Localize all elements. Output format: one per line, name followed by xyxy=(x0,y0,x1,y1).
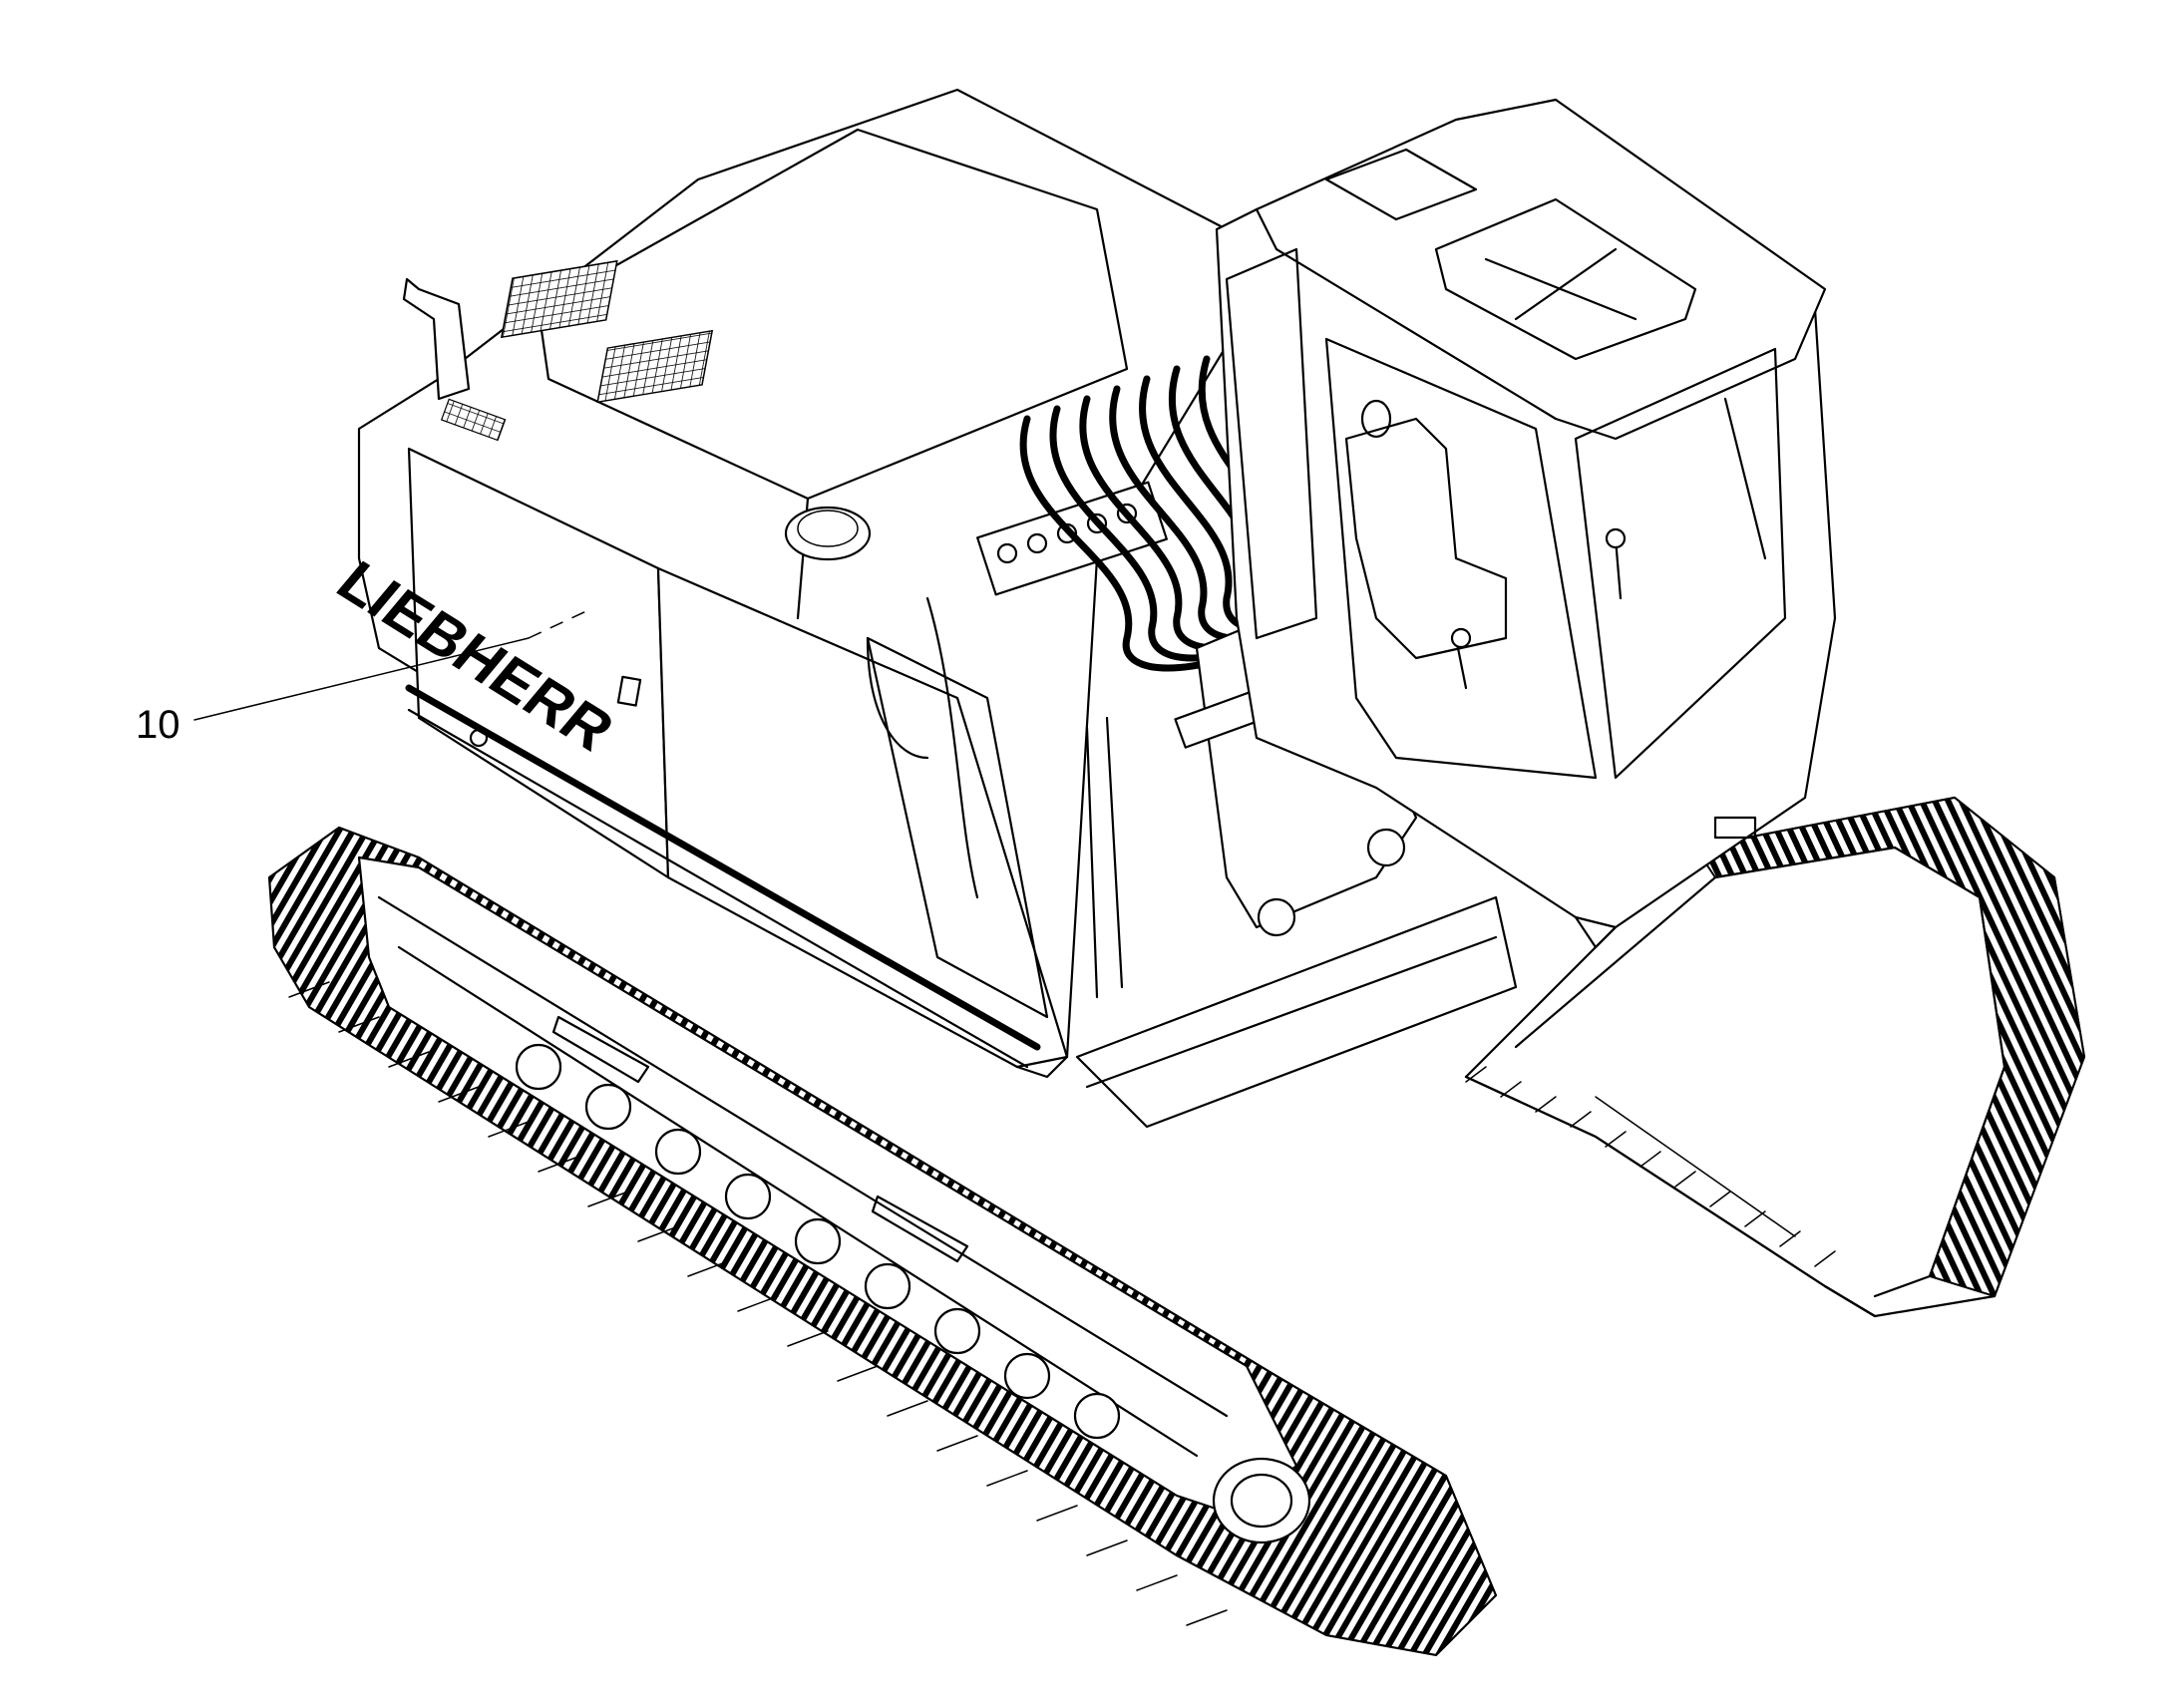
hood-grille-2 xyxy=(596,329,714,404)
undercarriage-frame xyxy=(1075,895,1518,1129)
track-rollers xyxy=(515,1043,1121,1440)
exhaust-stack xyxy=(402,277,471,401)
operator-cab xyxy=(1215,98,1837,949)
body-stripe xyxy=(405,684,1041,1051)
right-track xyxy=(1464,796,2086,1318)
fuel-cap xyxy=(784,506,872,561)
right-track-shoes xyxy=(1465,1066,1836,1267)
callout-10-leader-hidden xyxy=(528,609,589,639)
hood-grille-1 xyxy=(500,259,618,339)
upper-carriage: LIEBHERR xyxy=(324,88,1239,1079)
operator-seat xyxy=(1344,417,1508,660)
left-track xyxy=(267,826,1498,1657)
cab-roof xyxy=(1255,98,1827,441)
left-track-shoes xyxy=(288,981,1228,1626)
callout-10-leader xyxy=(193,637,530,721)
side-grille xyxy=(440,398,507,442)
callout-10: 10 xyxy=(136,609,589,747)
callout-10-label: 10 xyxy=(136,703,181,747)
